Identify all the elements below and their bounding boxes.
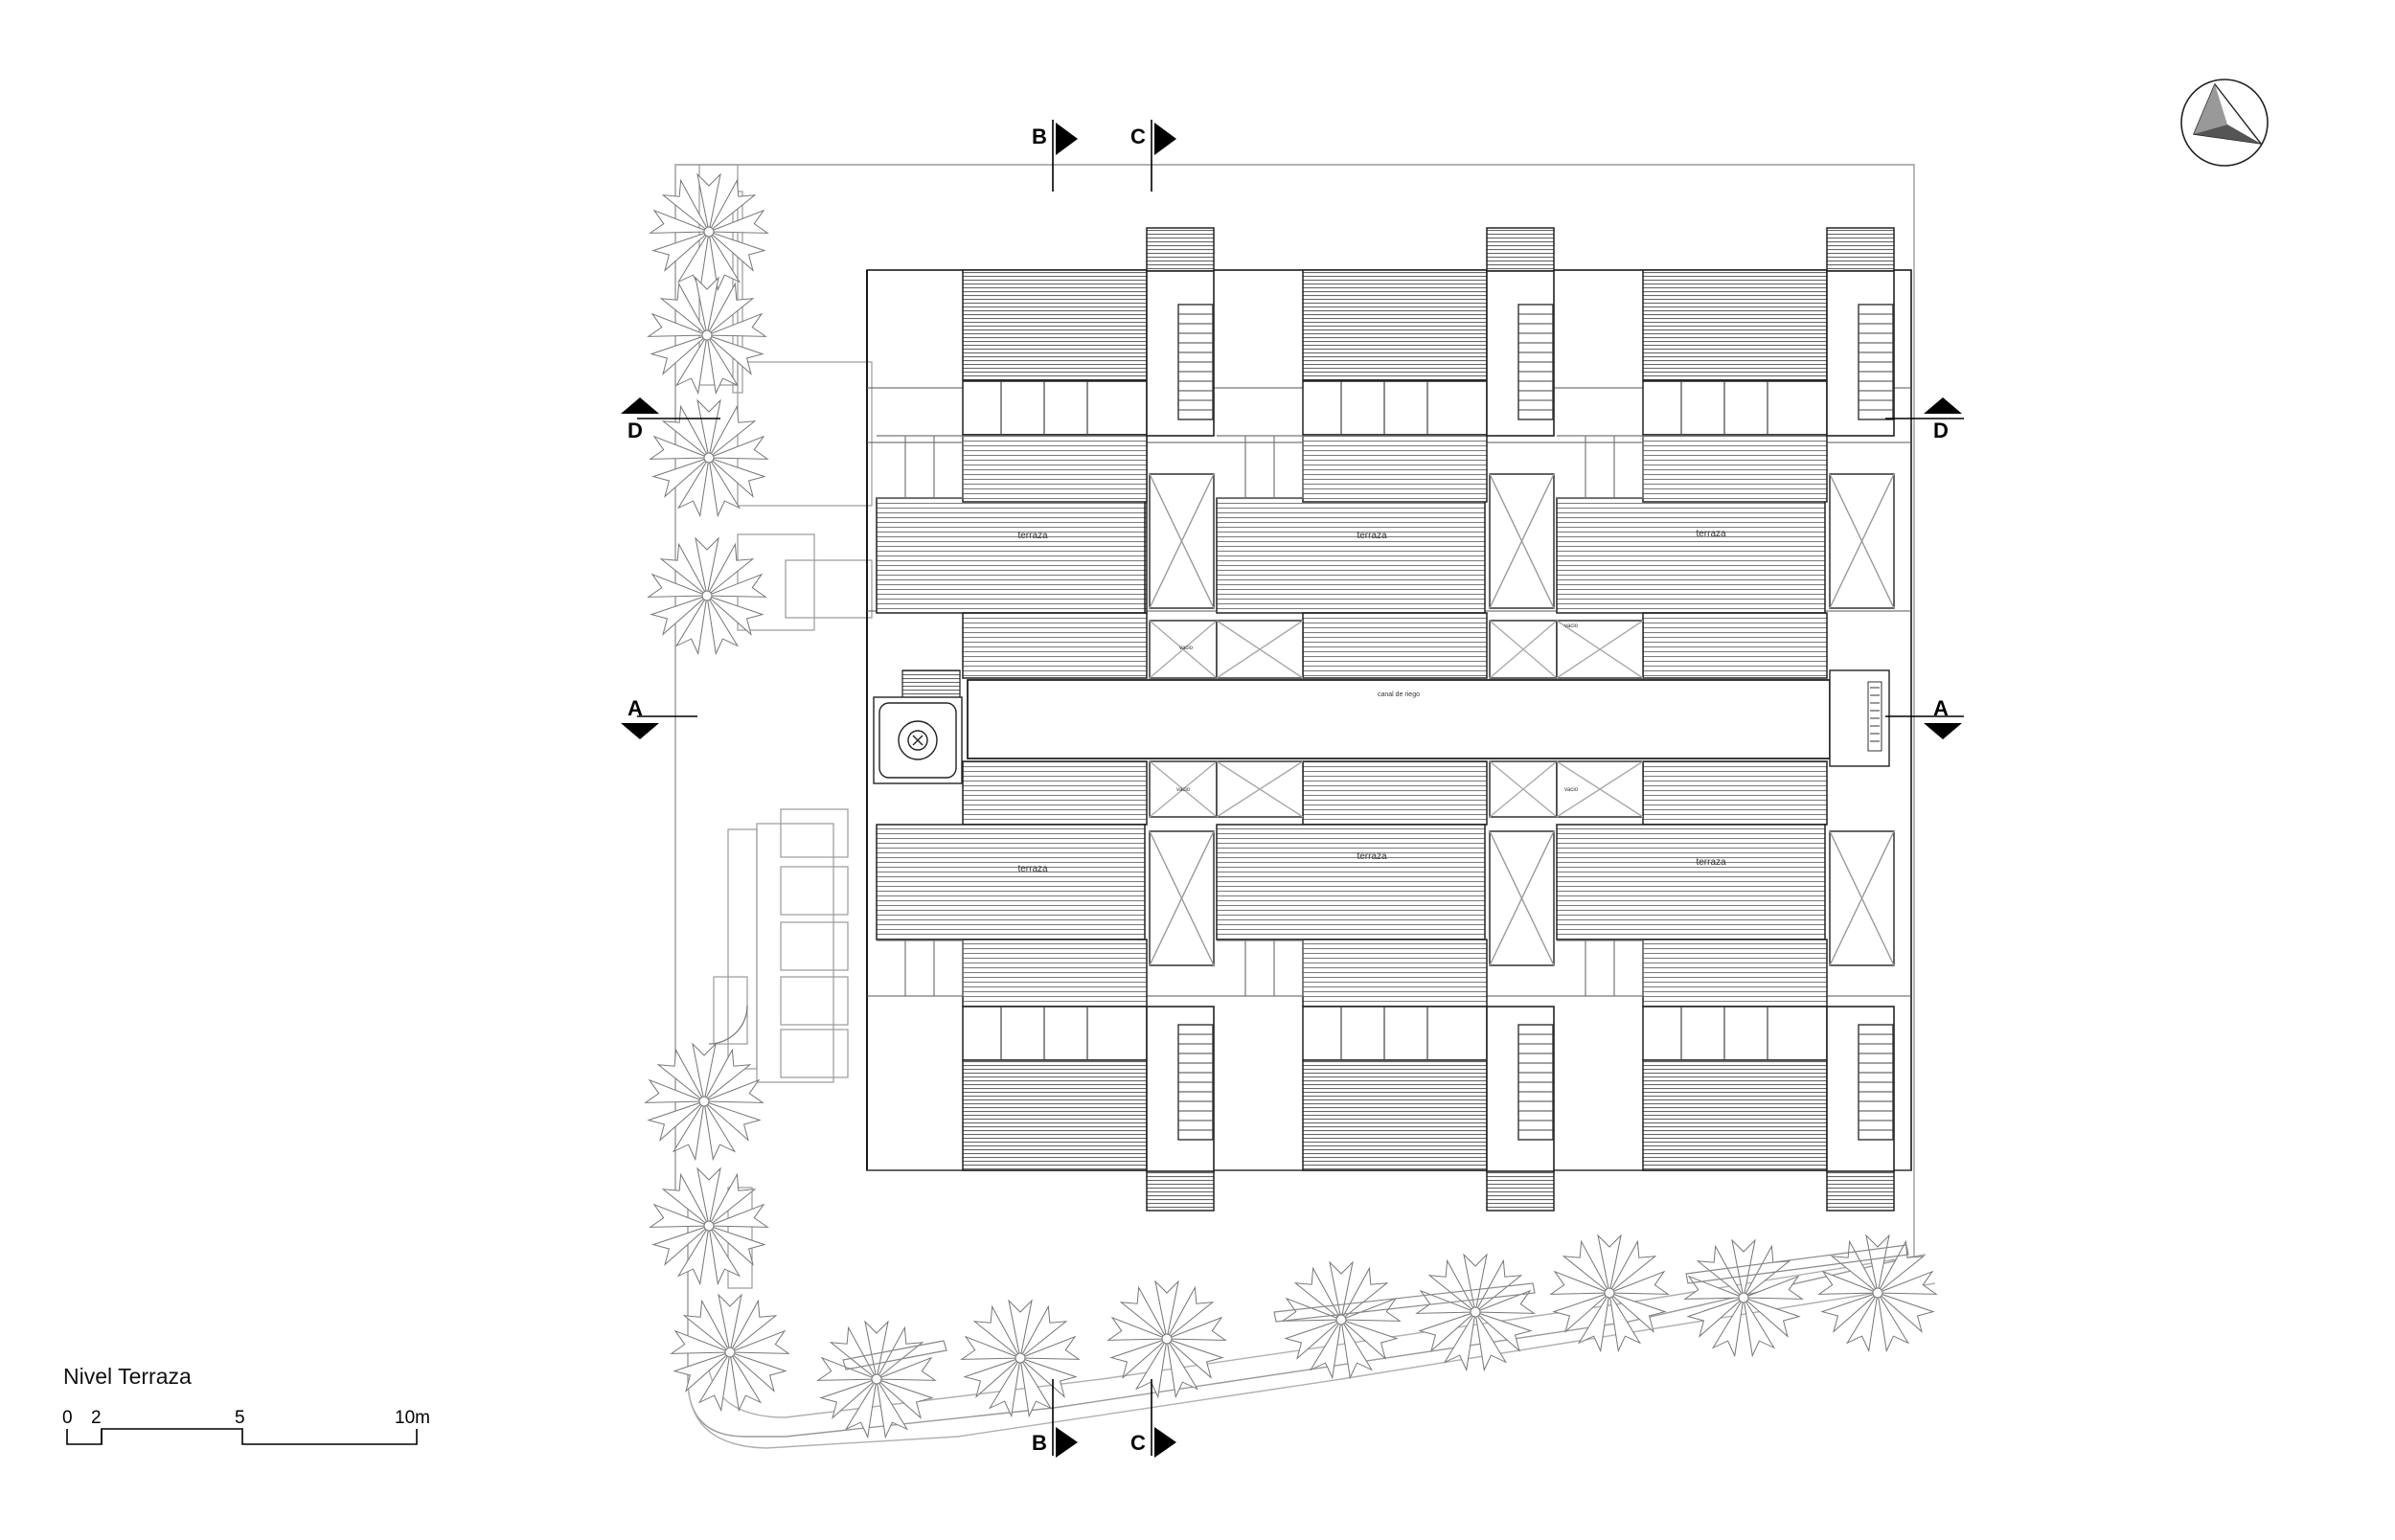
section-d-left: D <box>627 419 643 442</box>
section-arrows <box>621 123 1962 1458</box>
scale-tick-10m: 10m <box>395 1408 430 1428</box>
void-label: vacio <box>1176 787 1191 793</box>
kitchen-windows <box>877 381 1768 1060</box>
section-a-left: A <box>627 696 643 720</box>
canal-label: canal de riego <box>1378 691 1420 698</box>
scale-tick-5: 5 <box>235 1408 245 1428</box>
void-shafts <box>1149 473 1895 966</box>
central-canal <box>901 669 1890 767</box>
terrace-label: terraza <box>1017 864 1048 874</box>
section-lines <box>637 120 1964 1456</box>
section-b-top: B <box>1032 125 1047 148</box>
scale-tick-2: 2 <box>91 1408 102 1428</box>
void-label: vacio <box>1179 645 1194 651</box>
section-c-bottom: C <box>1130 1431 1146 1455</box>
terrace-label: terraza <box>1017 531 1048 541</box>
void-label: vacio <box>1564 787 1579 793</box>
terrace-label: terraza <box>1696 529 1726 539</box>
plan-title: Nivel Terraza <box>63 1364 192 1389</box>
terrace-label: terraza <box>1696 857 1726 868</box>
deck-areas <box>876 269 1828 1171</box>
section-b-bottom: B <box>1032 1431 1047 1455</box>
terrace-label: terraza <box>1357 531 1387 541</box>
north-arrow-icon <box>2180 79 2269 167</box>
jacuzzi-icon <box>873 696 963 784</box>
planters <box>842 1244 1909 1370</box>
scale-tick-0: 0 <box>62 1408 73 1428</box>
section-d-right: D <box>1933 419 1949 442</box>
stair-cores <box>1146 227 1895 1212</box>
scale-bar <box>66 1428 418 1445</box>
terrace-label: terraza <box>1357 851 1387 862</box>
void-label: vacio <box>1564 623 1579 629</box>
section-a-right: A <box>1933 696 1949 720</box>
section-c-top: C <box>1130 125 1146 148</box>
